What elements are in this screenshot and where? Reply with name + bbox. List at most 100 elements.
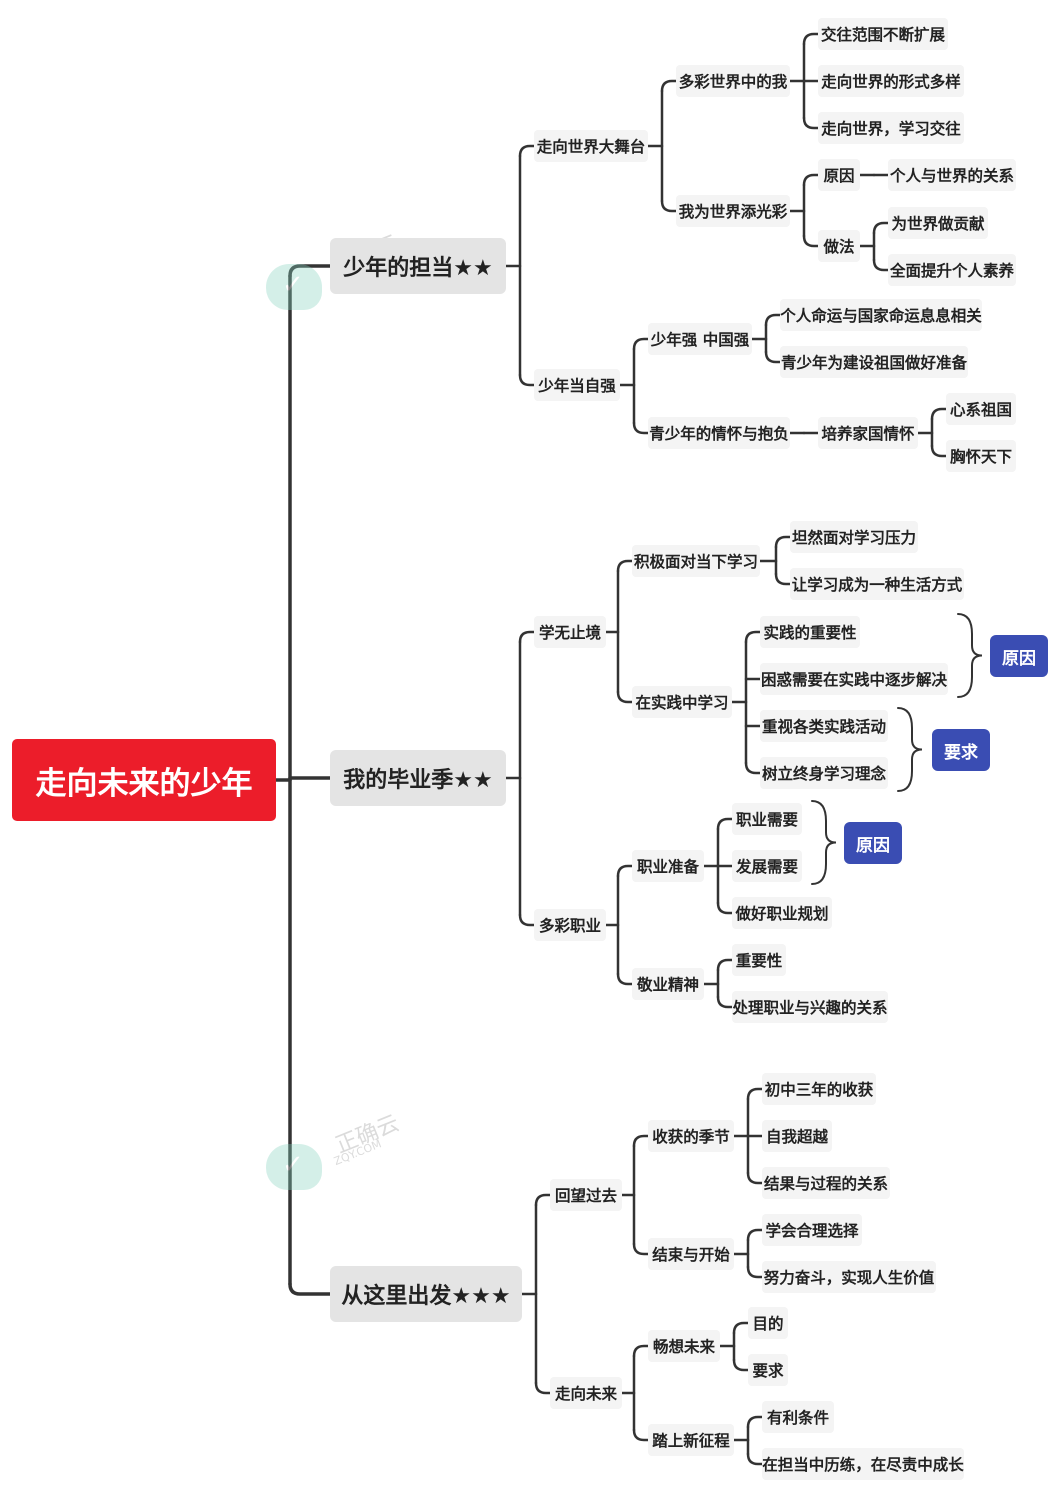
connector — [632, 1134, 650, 1148]
leaf-node[interactable]: 走向世界的形式多样 — [818, 65, 964, 97]
leaf-node[interactable]: 有利条件 — [762, 1401, 834, 1433]
leaf-node[interactable]: 发展需要 — [732, 850, 802, 882]
subtopic-node[interactable]: 畅想未来 — [648, 1330, 720, 1362]
subtopic-node[interactable]: 在实践中学习 — [632, 686, 732, 718]
leaf-node[interactable]: 处理职业与兴趣的关系 — [732, 991, 888, 1023]
connector — [802, 32, 820, 46]
leaf-node[interactable]: 做法 — [818, 230, 860, 262]
leaf-node[interactable]: 在担当中历练，在尽责中成长 — [762, 1448, 964, 1480]
reason-tag[interactable]: 原因 — [844, 822, 902, 864]
connector — [616, 972, 634, 986]
connector — [802, 116, 820, 130]
connector — [957, 613, 983, 698]
connector — [746, 1415, 764, 1429]
subtopic-node[interactable]: 我为世界添光彩 — [676, 195, 790, 227]
leaf-node[interactable]: 努力奋斗，实现人生价值 — [762, 1261, 936, 1293]
section-2-node[interactable]: 我的毕业季★★ — [330, 750, 506, 806]
leaf-node[interactable]: 结果与过程的关系 — [762, 1167, 890, 1199]
connector — [716, 995, 734, 1009]
leaf-node[interactable]: 学会合理选择 — [762, 1214, 862, 1246]
connector — [774, 572, 792, 586]
topic-node[interactable]: 回望过去 — [550, 1179, 622, 1211]
subtopic-node[interactable]: 少年强 中国强 — [648, 323, 752, 355]
subtopic-node[interactable]: 收获的季节 — [648, 1120, 734, 1152]
leaf-node[interactable]: 全面提升个人素养 — [888, 254, 1016, 286]
connector — [518, 144, 536, 158]
topic-node[interactable]: 走向未来 — [550, 1377, 622, 1409]
leaf-node[interactable]: 自我超越 — [762, 1120, 832, 1152]
connector — [616, 864, 634, 878]
leaf-node[interactable]: 原因 — [818, 159, 860, 191]
connector — [732, 1358, 750, 1372]
root-node[interactable]: 走向未来的少年 — [12, 739, 276, 821]
connector — [716, 817, 734, 831]
leaf-node[interactable]: 培养家国情怀 — [818, 417, 918, 449]
connector — [897, 707, 923, 792]
connector — [764, 350, 782, 364]
connector — [660, 79, 678, 93]
connector — [744, 761, 762, 775]
connector — [288, 1282, 332, 1296]
connector — [732, 1321, 750, 1335]
leaf-node[interactable]: 胸怀天下 — [946, 440, 1016, 472]
reason-tag[interactable]: 原因 — [990, 635, 1048, 677]
leaf-node[interactable]: 心系祖国 — [946, 393, 1016, 425]
leaf-node[interactable]: 做好职业规划 — [732, 897, 832, 929]
subtopic-node[interactable]: 积极面对当下学习 — [632, 545, 760, 577]
section-1-node[interactable]: 少年的担当★★ — [330, 238, 506, 294]
leaf-node[interactable]: 实践的重要性 — [760, 616, 860, 648]
subtopic-node[interactable]: 职业准备 — [632, 850, 704, 882]
subtopic-node[interactable]: 敬业精神 — [632, 968, 704, 1000]
requirement-tag[interactable]: 要求 — [932, 729, 990, 771]
leaf-node[interactable]: 个人与世界的关系 — [888, 159, 1016, 191]
connector — [616, 690, 634, 704]
leaf-node[interactable]: 个人命运与国家命运息息相关 — [780, 299, 982, 331]
connector — [811, 800, 837, 885]
subtopic-node[interactable]: 多彩世界中的我 — [676, 65, 790, 97]
connector — [632, 421, 650, 435]
leaf-node[interactable]: 树立终身学习理念 — [760, 757, 888, 789]
connector — [746, 1228, 764, 1242]
connector — [802, 234, 820, 248]
leaf-node[interactable]: 重视各类实践活动 — [760, 710, 888, 742]
section-3-node[interactable]: 从这里出发★★★ — [330, 1266, 522, 1322]
topic-node[interactable]: 学无止境 — [534, 616, 606, 648]
leaf-node[interactable]: 青少年为建设祖国做好准备 — [780, 346, 968, 378]
leaf-node[interactable]: 重要性 — [732, 944, 786, 976]
connector — [660, 199, 678, 213]
connector — [774, 535, 792, 549]
connector — [802, 173, 820, 187]
connector — [764, 313, 782, 327]
leaf-node[interactable]: 为世界做贡献 — [888, 207, 988, 239]
connector — [872, 221, 890, 235]
subtopic-node[interactable]: 踏上新征程 — [648, 1424, 734, 1456]
connector — [534, 1193, 552, 1207]
leaf-node[interactable]: 坦然面对学习压力 — [790, 521, 918, 553]
connector — [872, 258, 890, 272]
connector — [632, 1242, 650, 1256]
subtopic-node[interactable]: 青少年的情怀与抱负 — [648, 417, 790, 449]
leaf-node[interactable]: 初中三年的收获 — [762, 1073, 876, 1105]
topic-node[interactable]: 走向世界大舞台 — [534, 130, 648, 162]
connector — [716, 901, 734, 915]
leaf-node[interactable]: 交往范围不断扩展 — [818, 18, 948, 50]
topic-node[interactable]: 多彩职业 — [534, 909, 606, 941]
topic-node[interactable]: 少年当自强 — [534, 369, 620, 401]
leaf-node[interactable]: 走向世界，学习交往 — [818, 112, 964, 144]
subtopic-node[interactable]: 结束与开始 — [648, 1238, 734, 1270]
connector — [518, 913, 536, 927]
leaf-node[interactable]: 困惑需要在实践中逐步解决 — [760, 663, 948, 695]
connector — [534, 1381, 552, 1395]
connector — [518, 630, 536, 644]
leaf-node[interactable]: 让学习成为一种生活方式 — [790, 568, 964, 600]
connector — [288, 264, 332, 278]
connector — [746, 1171, 764, 1185]
leaf-node[interactable]: 目的 — [748, 1307, 788, 1339]
leaf-node[interactable]: 职业需要 — [732, 803, 802, 835]
leaf-node[interactable]: 要求 — [748, 1354, 788, 1386]
connector — [518, 373, 536, 387]
connector — [744, 630, 762, 644]
connector — [632, 1428, 650, 1442]
